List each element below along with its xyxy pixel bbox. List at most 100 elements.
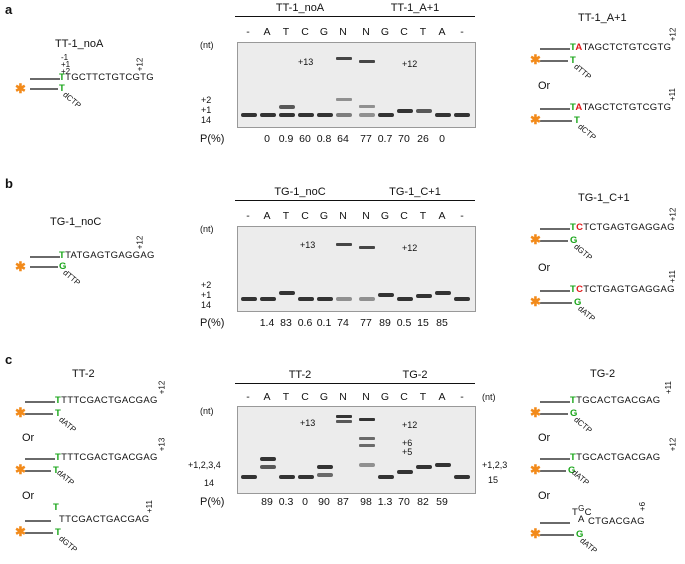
or-label: Or	[22, 432, 35, 444]
primer-end: G	[574, 297, 582, 308]
label-star-icon: ✱	[530, 294, 541, 309]
template-strand: TTGCACTGACGAG	[570, 452, 661, 463]
label-star-icon: ✱	[15, 405, 26, 420]
position-label: +12	[668, 27, 678, 42]
label-star-icon: ✱	[530, 405, 541, 420]
marker-label: +2	[201, 95, 212, 105]
band-label: +12	[402, 243, 418, 253]
left-title-b: TG-1_noC	[50, 216, 102, 228]
gel-title-a2: TT-1_A+1	[390, 2, 440, 14]
label-star-icon: ✱	[530, 112, 541, 127]
label-star-icon: ✱	[15, 524, 26, 539]
label-star-icon: ✱	[15, 259, 26, 274]
band-label: +13	[300, 418, 316, 428]
template-strand: TTGCTTCTGTCGTG	[59, 72, 154, 83]
left-title-a: TT-1_noA	[55, 38, 104, 50]
template-strand: TTCGACTGACGAG	[59, 514, 150, 525]
template-strand: TTTTCGACTGACGAG	[55, 395, 158, 406]
panel-letter-b: b	[5, 176, 13, 191]
lane-letters-c: - A T C G N N G C T A -	[246, 391, 464, 403]
primer-end: T	[574, 115, 581, 126]
gel-title-underline	[235, 200, 475, 201]
marker-label: 14	[204, 478, 215, 488]
marker-label: +1	[201, 105, 212, 115]
label-star-icon: ✱	[530, 462, 541, 477]
position-label: +11	[667, 270, 677, 283]
template-strand: CTGACGAG	[588, 516, 645, 527]
gel-title-underline	[235, 383, 475, 384]
position-label: +11	[663, 381, 673, 394]
or-label: Or	[538, 80, 551, 92]
gel-title-b1: TG-1_noC	[274, 186, 326, 198]
band-label: +12	[402, 420, 418, 430]
position-label: +11	[667, 88, 677, 101]
primer-end: G	[576, 529, 584, 540]
gel-image-c	[237, 406, 476, 494]
marker-label: +2	[201, 280, 212, 290]
label-star-icon: ✱	[530, 232, 541, 247]
gel-image-b	[237, 226, 476, 312]
construct-right-a-1: ✱ TATAGCTCTGTCGTG T dTTP +12	[530, 27, 680, 82]
gel-title-a1: TT-1_noA	[275, 2, 325, 14]
construct-left-a: ✱ TTGCTTCTGTCGTG T dCTP +12 -1+1+2	[15, 54, 155, 111]
primer-end: T	[59, 83, 66, 94]
gel-title-b2: TG-1_C+1	[389, 186, 441, 198]
lane-letters-a: - A T C G N N G C T A -	[246, 26, 464, 38]
construct-left-c-3: ✱ T TTCGACTGACGAG T dGTP +11	[15, 500, 175, 554]
position-label: +12	[135, 57, 145, 72]
marker-label-right: 15	[488, 475, 499, 485]
marker-label: +1,2,3,4	[188, 460, 221, 470]
band-label: +12	[402, 59, 418, 69]
template-bulge: T	[53, 502, 60, 513]
right-title-b: TG-1_C+1	[578, 192, 630, 204]
construct-right-b-2: ✱ TCTCTGAGTGAGGAG G dATP +11	[530, 270, 680, 323]
p-values-c: 89 0.3 0 90 87 98 1.3 70 82 59	[261, 496, 448, 508]
gel-title-c2: TG-2	[402, 369, 428, 381]
p-values-b: 1.4 83 0.6 0.1 74 77 89 0.5 15 85	[259, 317, 448, 329]
primer-end: G	[570, 235, 578, 246]
template-strand: TATAGCTCTGTCGTG	[570, 42, 672, 53]
template-strand: TCTCTGAGTGAGGAG	[570, 284, 675, 295]
primer-end: G	[568, 465, 576, 476]
p-values-a: 0 0.9 60 0.8 64 77 0.7 70 26 0	[264, 133, 445, 145]
gel-title-c1: TT-2	[288, 369, 312, 381]
position-label: +12	[668, 207, 678, 222]
label-star-icon: ✱	[15, 81, 26, 96]
position-label: +6	[638, 501, 648, 512]
nt-label: (nt)	[200, 224, 214, 234]
template-strand: TATAGCTCTGTCGTG	[570, 102, 672, 113]
label-star-icon: ✱	[15, 462, 26, 477]
construct-left-c-2: ✱ TTTTCGACTGACGAG T dATP +13	[15, 437, 175, 488]
right-title-a: TT-1_A+1	[578, 12, 627, 24]
label-star-icon: ✱	[530, 52, 541, 67]
construct-left-b: ✱ TTATGAGTGAGGAG G dTTP +12	[15, 236, 155, 288]
primer-end: T	[55, 527, 62, 538]
construct-right-b-1: ✱ TCTCTGAGTGAGGAG G dGTP +12	[530, 207, 680, 263]
construct-left-c-1: ✱ TTTTCGACTGACGAG T dATP +12	[15, 381, 175, 435]
p-label: P(%)	[200, 133, 225, 145]
label-star-icon: ✱	[530, 526, 541, 541]
template-loop: TGC	[572, 504, 592, 519]
panel-letter-c: c	[5, 352, 13, 367]
band-label: +13	[298, 57, 314, 67]
panel-letter-a: a	[5, 2, 13, 17]
band-label: +6	[402, 438, 413, 448]
nt-label: (nt)	[200, 40, 214, 50]
template-strand: TTTTCGACTGACGAG	[55, 452, 158, 463]
marker-label-right: +1,2,3	[482, 460, 508, 470]
left-title-c: TT-2	[72, 368, 95, 380]
gel-image-a	[237, 42, 476, 128]
or-label: Or	[538, 262, 551, 274]
construct-right-a-2: ✱ TATAGCTCTGTCGTG T dCTP +11	[530, 88, 680, 142]
marker-label: 14	[201, 300, 212, 310]
lane-letters-b: - A T C G N N G C T A -	[246, 210, 464, 222]
or-label: Or	[538, 432, 551, 444]
gel-title-underline	[235, 16, 475, 17]
template-strand: TTGCACTGACGAG	[570, 395, 661, 406]
primer-end: T	[53, 465, 60, 476]
position-label: +13	[157, 437, 167, 452]
or-label: Or	[22, 490, 35, 502]
nt-label-right: (nt)	[482, 392, 496, 402]
right-title-c: TG-2	[590, 368, 616, 380]
marker-label: 14	[201, 115, 212, 125]
